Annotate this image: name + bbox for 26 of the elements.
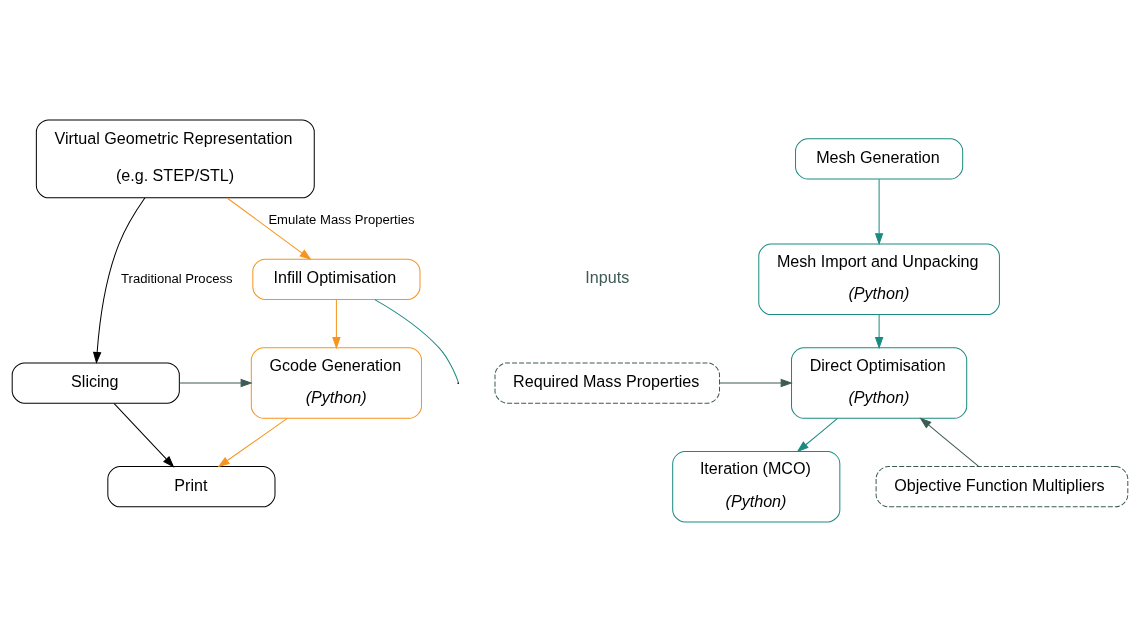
arrow (719, 378, 793, 387)
connector (374, 298, 459, 382)
arrow (226, 197, 312, 260)
arrow (874, 313, 884, 349)
arrow (919, 417, 980, 467)
node-box: Mesh Generation (795, 137, 964, 180)
arrow (178, 378, 253, 387)
node-box: Iteration (MCO) (Python) (672, 450, 841, 522)
arrow (217, 417, 288, 467)
node-box: Print (107, 465, 276, 507)
edge-label: Emulate Mass Properties (268, 211, 415, 227)
node-box: Objective Function Multipliers (875, 465, 1129, 507)
label: Inputs (585, 267, 630, 286)
node-box: Infill Optimisation (252, 258, 421, 300)
node-box: Slicing (11, 361, 180, 404)
arrow (874, 178, 884, 245)
arrow (796, 417, 839, 452)
node-box: Direct Optimisation (Python) (791, 346, 968, 419)
node-box: Gcode Generation (Python) (250, 346, 422, 419)
node-box: Mesh Import and Unpacking (Python) (758, 243, 1000, 315)
node-box: Required Mass Properties (494, 361, 721, 404)
arrow (113, 402, 175, 468)
arrow (92, 196, 146, 364)
edge-label: Traditional Process (121, 270, 233, 286)
node-box: Virtual Geometric Representation (e.g. STEP/STL) (35, 118, 315, 198)
arrow (332, 298, 341, 349)
